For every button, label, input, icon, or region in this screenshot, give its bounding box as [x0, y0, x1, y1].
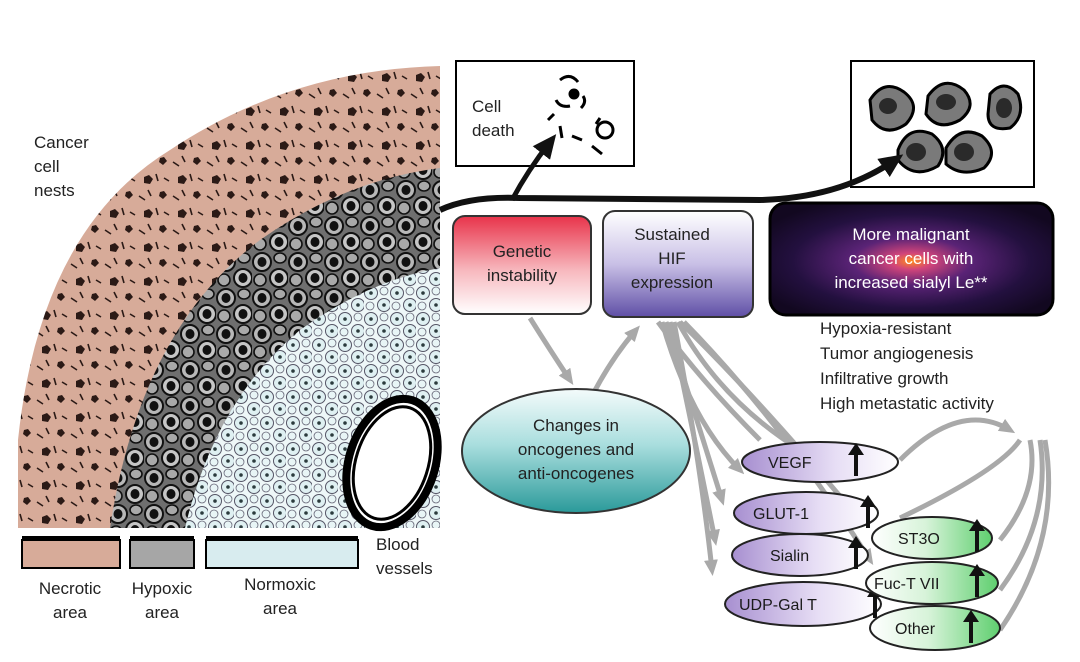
trait-infiltrative-growth: Infiltrative growth: [820, 369, 949, 388]
oncogenes-ellipse: Changes in oncogenes and anti-oncogenes: [461, 388, 691, 514]
gene-sialin: Sialin: [731, 533, 869, 577]
hypoxic-area-line1: Hypoxic: [132, 579, 193, 598]
more-malignant-line1: More malignant: [852, 225, 969, 244]
up-arrow-icon: [969, 564, 985, 597]
gene-fuc-t-vii-label: Fuc-T VII: [874, 576, 940, 593]
more-malignant-line3: increased sialyl Le**: [834, 273, 987, 292]
trait-high-metastatic-activity: High metastatic activity: [820, 394, 994, 413]
hypoxic-area-line2: area: [145, 603, 180, 622]
hypoxic-swatch: [129, 539, 195, 569]
genetic-instability-line1: Genetic: [493, 242, 552, 261]
more-malignant-line2: cancer cells with: [849, 249, 974, 268]
cancer-cell-nests-line3: nests: [34, 181, 75, 200]
gene-st3o-label: ST3O: [898, 531, 940, 548]
gene-sialin-label: Sialin: [770, 548, 809, 565]
normoxic-area-line1: Normoxic: [244, 575, 316, 594]
sustained-hif-line3: expression: [631, 273, 713, 292]
arrow-to-malignant: [438, 154, 904, 213]
malignant-cells-panel: [850, 60, 1035, 188]
more-malignant-box: More malignant cancer cells with increas…: [768, 201, 1055, 317]
oncogenes-line2: oncogenes and: [518, 440, 634, 459]
gene-glut1-label: GLUT-1: [753, 506, 809, 523]
trait-hypoxia-resistant: Hypoxia-resistant: [820, 319, 952, 338]
arrow-to-cell-death: [509, 134, 557, 202]
necrotic-area-line1: Necrotic: [39, 579, 102, 598]
gene-udp-gal-t-label: UDP-Gal T: [739, 597, 817, 614]
sustained-hif-box: Sustained HIF expression: [602, 210, 754, 318]
gene-vegf-label: VEGF: [768, 455, 812, 472]
gene-fuc-t-vii: Fuc-T VII: [865, 561, 999, 605]
up-arrow-icon: [969, 519, 985, 552]
genetic-instability-box: Genetic instability: [452, 215, 592, 315]
oncogenes-line1: Changes in: [533, 416, 619, 435]
blood-vessels-line2: vessels: [376, 559, 433, 578]
up-arrow-icon: [860, 495, 876, 528]
up-arrow-icon: [848, 443, 864, 476]
normoxic-swatch: [205, 539, 359, 569]
gene-other-label: Other: [895, 621, 936, 638]
cell-death-line1: Cell: [472, 97, 501, 116]
necrotic-area-line2: area: [53, 603, 88, 622]
blood-vessel-icon: [342, 394, 442, 532]
gene-udp-gal-t: UDP-Gal T: [724, 581, 883, 627]
gene-other: Other: [869, 605, 1001, 651]
cancer-cell-nests-line1: Cancer: [34, 133, 89, 152]
oncogenes-line3: anti-oncogenes: [518, 464, 634, 483]
trait-tumor-angiogenesis: Tumor angiogenesis: [820, 344, 973, 363]
normoxic-area-line2: area: [263, 599, 298, 618]
blood-vessels-line1: Blood: [376, 535, 419, 554]
area-legend: [21, 536, 359, 569]
cell-death-line2: death: [472, 121, 515, 140]
gene-st3o: ST3O: [871, 516, 993, 560]
tumor-section: [18, 66, 442, 532]
dead-cell-fragments-icon: [546, 75, 615, 156]
genetic-instability-line2: instability: [487, 266, 557, 285]
cancer-cell-nests-line2: cell: [34, 157, 60, 176]
up-arrow-icon: [963, 610, 979, 643]
gene-glut1: GLUT-1: [733, 491, 879, 535]
up-arrow-icon: [848, 536, 864, 569]
sustained-hif-line1: Sustained: [634, 225, 710, 244]
necrotic-swatch: [21, 539, 121, 569]
sustained-hif-line2: HIF: [658, 249, 685, 268]
gene-vegf: VEGF: [741, 441, 899, 483]
